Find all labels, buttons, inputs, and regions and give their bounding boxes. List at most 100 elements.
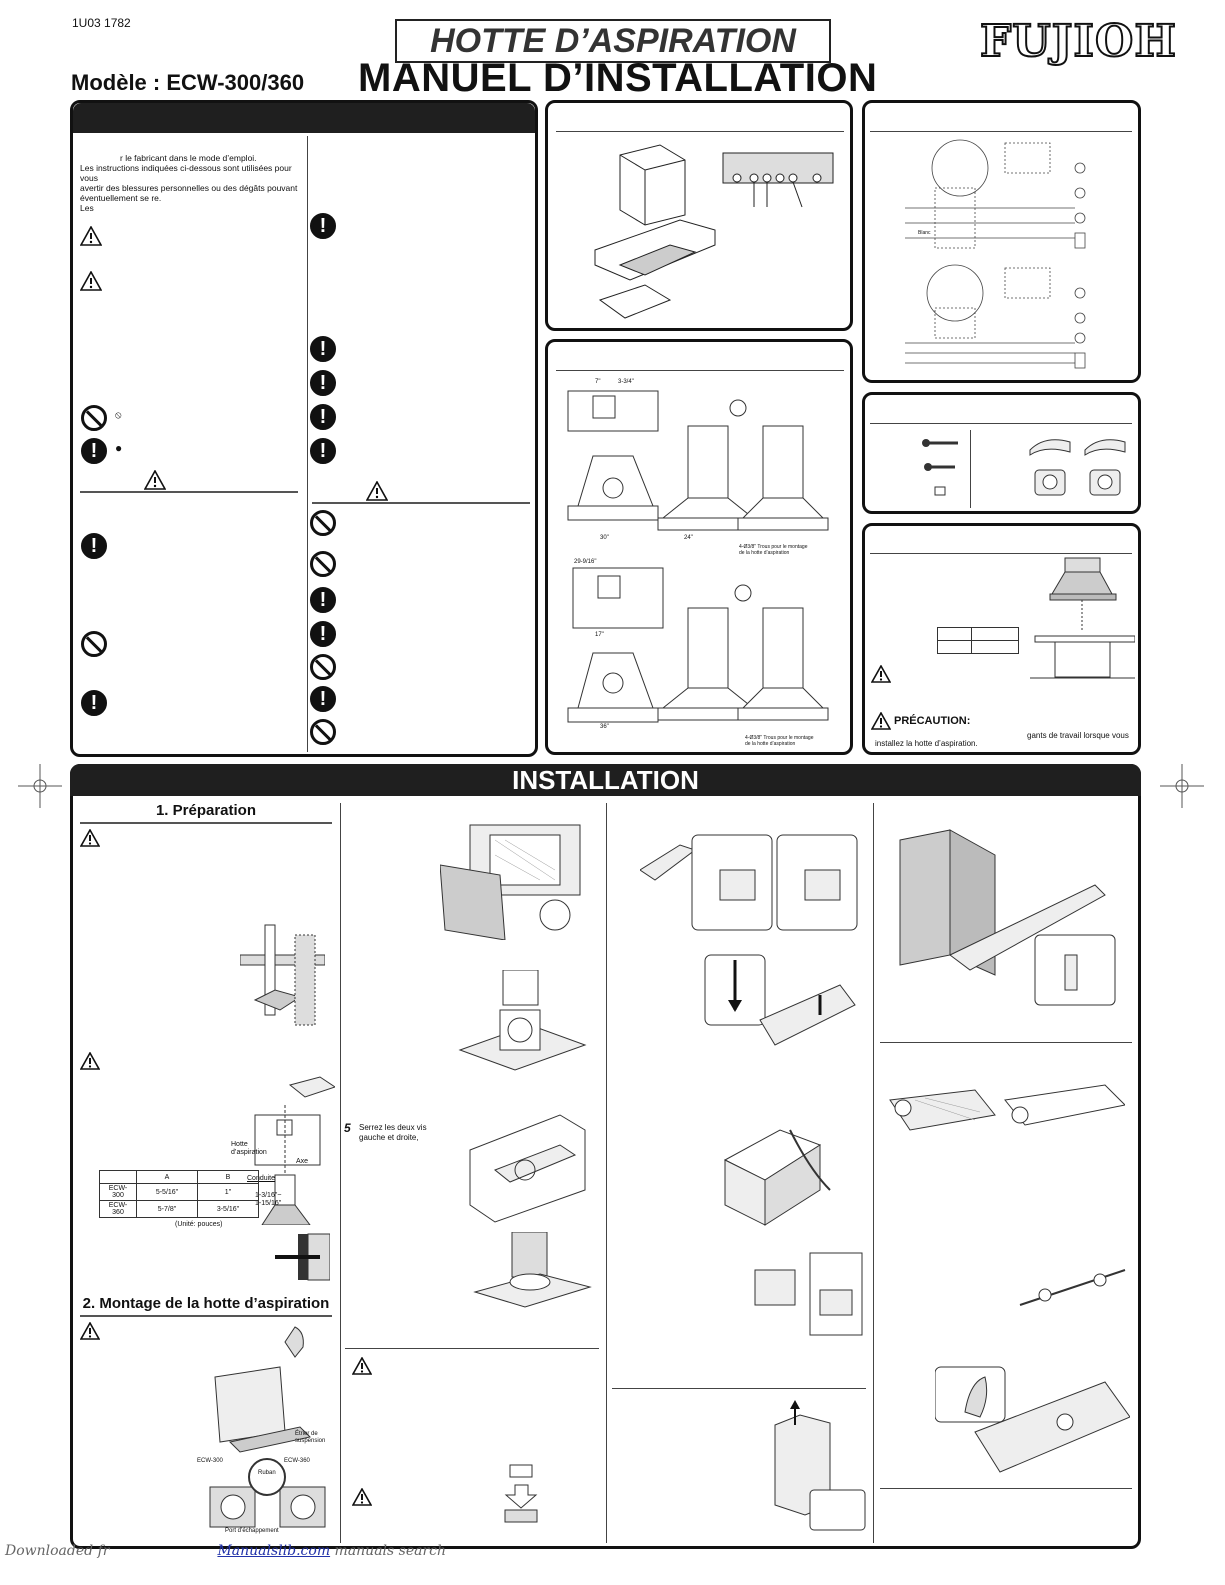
lamp-install-drawing	[1019, 1269, 1126, 1306]
cable-insert-drawing	[704, 954, 856, 1046]
damper-drawing	[504, 1464, 538, 1523]
dim-label: 3-3/4"	[618, 379, 634, 385]
model-label-300: ECW-300	[197, 1458, 223, 1464]
section-rule	[80, 822, 332, 824]
mandatory-icon: !	[310, 336, 336, 362]
section-rule	[80, 491, 298, 493]
dimension-drawings	[567, 390, 829, 723]
cabinet-mount-drawing	[899, 829, 1116, 1006]
section-rule	[870, 423, 1132, 424]
safety-panel	[70, 100, 538, 757]
model-number: Modèle : ECW-300/360	[71, 70, 305, 95]
warning-triangle-icon	[80, 226, 102, 246]
crop-mark-icon	[18, 764, 62, 808]
precaution-text-left: installez la hotte d’aspiration.	[875, 739, 978, 748]
section-rule	[312, 502, 530, 504]
filter-removal-drawing	[440, 824, 581, 940]
tape-label: Ruban	[258, 1470, 276, 1476]
column-divider	[970, 430, 971, 508]
bullet-icon: ●	[115, 441, 123, 455]
mandatory-icon: !	[310, 621, 336, 647]
document-number: 1U03 1782	[72, 16, 131, 30]
section-rule	[880, 1488, 1132, 1489]
mandatory-icon: !	[310, 213, 336, 239]
warning-triangle-icon	[366, 481, 388, 501]
dim-label: 17"	[595, 632, 604, 638]
mandatory-icon: !	[310, 438, 336, 464]
safety-intro: r le fabricant dans le mode d’emploi. Le…	[80, 153, 298, 213]
precaution-label: PRÉCAUTION:	[894, 715, 971, 727]
warning-triangle-icon	[352, 1488, 372, 1506]
column-divider	[307, 136, 308, 752]
unit-note: (Unité: pouces)	[175, 1221, 223, 1228]
warning-triangle-icon	[80, 829, 100, 847]
exhaust-port-label: Port d’échappement	[225, 1528, 279, 1534]
range-hood-drawing	[594, 144, 716, 319]
duct-alignment-drawing	[254, 1076, 335, 1225]
clearance-table	[937, 627, 1019, 654]
manual-title: MANUEL D’INSTALLATION	[358, 56, 878, 100]
warning-triangle-icon	[80, 1322, 100, 1340]
section-rule	[870, 131, 1132, 132]
mandatory-icon: !	[310, 370, 336, 396]
prohibition-small-icon: ⦸	[115, 410, 122, 421]
product-title: HOTTE D’ASPIRATION	[395, 19, 831, 63]
prohibition-icon	[310, 510, 336, 536]
control-knob-drawing	[935, 1366, 1130, 1473]
mandatory-icon: !	[310, 404, 336, 430]
dim-label: 30"	[600, 535, 609, 541]
prohibition-icon	[310, 551, 336, 577]
parts-panel	[545, 100, 853, 331]
step5-number: 5	[344, 1121, 351, 1135]
no-wet-hands-icon	[310, 719, 336, 745]
box-cover-drawing	[754, 1252, 863, 1336]
mandatory-icon: !	[81, 438, 107, 464]
section-rule	[612, 1388, 866, 1389]
prohibition-icon	[81, 405, 107, 431]
control-panel-drawing	[722, 152, 834, 208]
axis-label: Axe	[296, 1158, 309, 1165]
wall-mount-drawing	[240, 924, 325, 1026]
junction-box-drawing	[723, 1129, 831, 1226]
manualslib-link[interactable]: Manualslib.com	[217, 1543, 331, 1559]
warning-triangle-icon	[80, 271, 102, 291]
warning-triangle-icon	[80, 1052, 100, 1070]
wire-color-label: Blanc	[918, 230, 931, 236]
crop-mark-icon	[1160, 764, 1204, 808]
section-rule	[556, 370, 844, 371]
section-rule	[345, 1348, 599, 1349]
wiring-box-drawing	[640, 834, 858, 931]
dim-label: 29-9/16"	[574, 559, 597, 565]
section-rule	[870, 553, 1132, 554]
wiring-panel	[862, 100, 1141, 383]
step1-title: 1. Préparation	[155, 802, 257, 819]
dim-label: 7"	[595, 379, 601, 385]
step2-title: 2. Montage de la hotte d’aspiration	[82, 1295, 330, 1312]
dim-label: 36"	[600, 724, 609, 730]
precaution-text-right: gants de travail lorsque vous	[1027, 731, 1129, 740]
model-label-360: ECW-360	[284, 1458, 310, 1464]
wiring-diagram	[905, 139, 1086, 369]
no-disassembly-icon	[310, 654, 336, 680]
warning-triangle-icon	[144, 470, 166, 490]
dim-label: 24"	[684, 535, 693, 541]
installation-title-bar: INSTALLATION	[70, 764, 1141, 796]
screw-icon	[922, 439, 958, 496]
prohibition-icon	[81, 631, 107, 657]
safety-header-bar	[73, 103, 535, 133]
warning-triangle-icon	[352, 1357, 372, 1375]
column-divider	[340, 803, 341, 1543]
duct-connection-drawing	[458, 970, 587, 1071]
anchor-screw-drawing	[275, 1233, 330, 1281]
warning-triangle-icon	[871, 712, 891, 730]
filter-reinstall-drawing	[889, 1084, 1125, 1131]
mounting-holes-note-ecw360: 4-Ø3/8" Trous pour le montage de la hott…	[745, 735, 814, 747]
hanger-bracket-icon	[1029, 439, 1126, 496]
mandatory-icon: !	[81, 690, 107, 716]
section-rule	[880, 1042, 1132, 1043]
hood-over-cooktop-drawing	[1030, 557, 1135, 679]
